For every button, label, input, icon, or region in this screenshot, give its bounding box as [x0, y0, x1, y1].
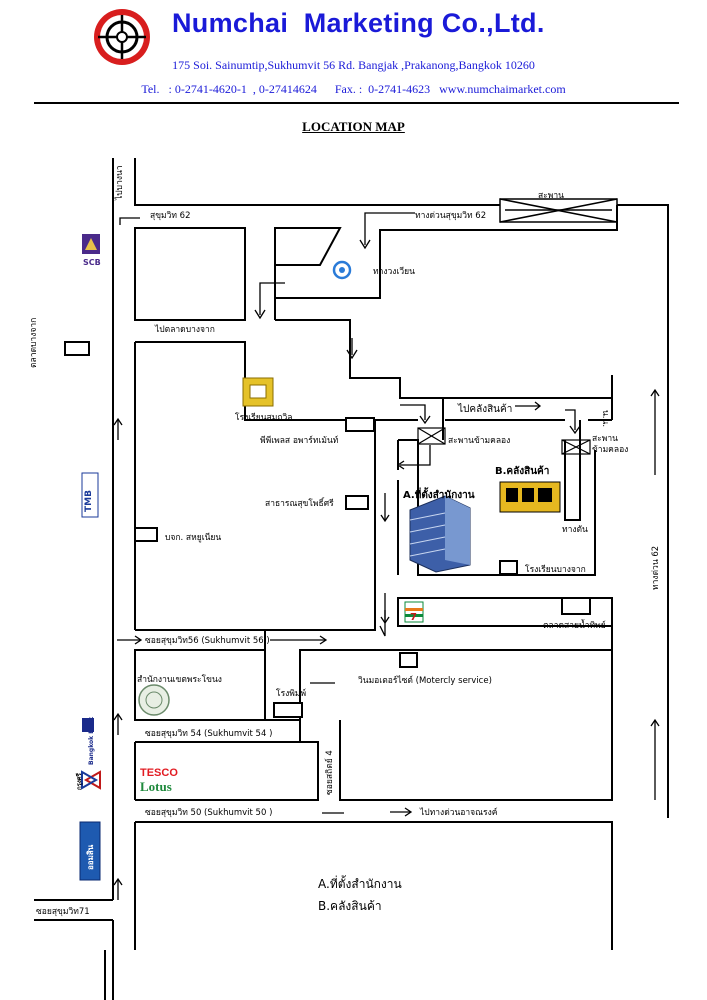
- gsb-logo-icon: [79, 821, 101, 881]
- label-to-bangna: ไปบางนา: [115, 165, 125, 200]
- school-emblem-icon: [242, 377, 274, 407]
- label-soi56: ซอยสุขุมวิท56 (Sukhumvit 56 ): [145, 636, 270, 646]
- label-bridge: สะพาน: [538, 191, 564, 201]
- label-bangchak-school: โรงเรียนบางจาก: [525, 565, 586, 575]
- bank-scb-label: SCB: [83, 258, 101, 267]
- label-district-office: สำนักงานเขตพระโขนง: [137, 675, 222, 685]
- header-divider: [34, 102, 679, 104]
- bank-bangkok-label: Bangkok Bank: [88, 716, 95, 765]
- label-printing: โรงพิมพ์: [276, 689, 307, 699]
- label-market-namthip: ตลาดสายน้ำทิพย์: [543, 621, 606, 631]
- label-to-bangchak-market: ไปตลาดบางจาก: [155, 325, 215, 335]
- label-bridge-cross: สะพาน ข้ามคลอง: [592, 434, 629, 455]
- tmb-logo-icon: [81, 472, 99, 518]
- label-pp-apartment: พีพีเพลส อพาร์ทเม้นท์: [260, 436, 339, 446]
- label-expressway62: ทางด่วนสุขุมวิท 62: [415, 211, 487, 221]
- district-seal-icon: [138, 684, 170, 716]
- company-contact: Tel. : 0-2741-4620-1 , 0-27414624 Fax. :…: [141, 82, 566, 96]
- lotus-label: Lotus: [140, 779, 172, 794]
- company-logo: [92, 7, 152, 67]
- bank-gsb-label: ออมสิน: [86, 844, 95, 870]
- scb-logo-icon: [82, 234, 100, 254]
- office-building-icon: [409, 495, 471, 573]
- label-soi54: ซอยสุขุมวิท 54 (Sukhumvit 54 ): [145, 729, 273, 739]
- label-sukhumvit62: สุขุมวิท 62: [150, 211, 191, 221]
- top-bridge: [499, 198, 618, 223]
- label-canal-bridge: สะพานข้ามคลอง: [448, 436, 511, 446]
- bangkok-bank-logo-icon: [82, 718, 94, 732]
- label-company-sahu: บจก. สหยูเนียน: [165, 533, 222, 543]
- label-school: โรงเรียนสมถวิล: [235, 413, 293, 423]
- label-health-center: สาธารณสุขโพธิ์ศรี: [265, 499, 334, 509]
- company-name: Numchai Marketing Co.,Ltd.: [172, 8, 545, 38]
- roundabout-icon: [332, 260, 352, 280]
- krungsri-logo-icon: [81, 770, 101, 790]
- label-dead-end: ทางตัน: [562, 525, 588, 535]
- tesco-label: TESCO: [140, 767, 178, 779]
- warehouse-icon: [499, 481, 561, 513]
- label-bangchak-market: ตลาดบางจาก: [29, 317, 39, 368]
- label-office-a: A.ที่ตั้งสำนักงาน: [403, 490, 475, 501]
- label-expressway-right: ทางด่วน 62: [651, 545, 661, 590]
- label-motorcycle: วินมอเตอร์ไซต์ (Motercly service): [358, 676, 492, 686]
- label-soi50: ซอยสุขุมวิท 50 (Sukhumvit 50 ): [145, 808, 273, 818]
- legend-a: A.ที่ตั้งสำนักงาน: [318, 877, 402, 891]
- svg-text:7: 7: [410, 612, 417, 623]
- label-to-warehouse: ไปคลังสินค้า: [458, 404, 513, 415]
- label-soi-sathit4: ซอยสถิตย์ 4: [325, 750, 335, 795]
- legend-b: B.คลังสินค้า: [318, 899, 382, 913]
- bank-tmb-label: TMB: [84, 490, 94, 512]
- map-title: LOCATION MAP: [302, 119, 405, 134]
- seven-eleven-logo-icon: 7: [404, 601, 424, 623]
- bank-krungsri-label: กรุงศรี: [76, 773, 83, 790]
- label-warehouse-b: B.คลังสินค้า: [495, 466, 550, 477]
- label-soi71: ซอยสุขุมวิท71: [36, 907, 90, 917]
- label-roundabout: ทางวงเวียน: [373, 267, 415, 277]
- company-address: 175 Soi. Sainumtip,Sukhumvit 56 Rd. Bang…: [172, 58, 535, 72]
- label-to-expressway-ajnarong: ไปทางด่วนอาจณรงค์: [420, 808, 498, 818]
- label-nn: น.น.: [600, 410, 610, 428]
